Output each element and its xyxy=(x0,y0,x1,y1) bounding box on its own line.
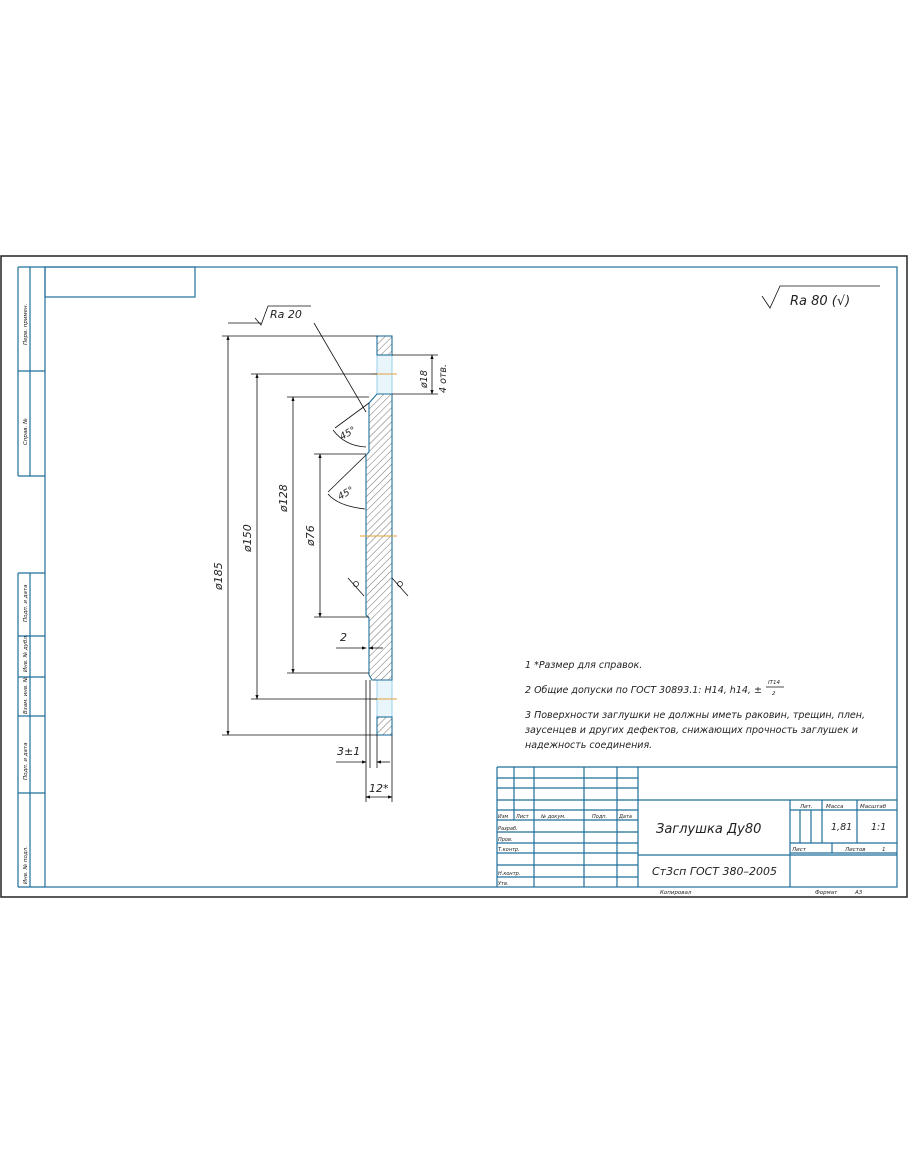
role-developer: Разраб. xyxy=(498,826,518,832)
strip-label: Подп. и дата xyxy=(23,742,29,780)
strip-label: Перв. примен. xyxy=(23,303,29,345)
scale-label: Масштаб xyxy=(860,804,887,810)
note-2-fraction-bottom: 2 xyxy=(772,691,776,697)
part-section xyxy=(360,335,397,736)
dim-d76: ø76 xyxy=(304,525,317,547)
format-value: А3 xyxy=(854,890,863,896)
role-norm-control: Н.контр. xyxy=(498,871,520,877)
technical-notes: 1 *Размер для справок. 2 Общие допуски п… xyxy=(525,660,865,751)
side-strip: Перв. примен. Справ. № Подп. и дата Инв.… xyxy=(17,266,45,888)
dim-d150: ø150 xyxy=(241,524,254,553)
material: Ст3сп ГОСТ 380–2005 xyxy=(652,865,777,878)
dim-d128: ø128 xyxy=(277,484,290,513)
title-block: Изм Лист № докум. Подп. Дата Разраб. Про… xyxy=(496,766,897,887)
roughness-ra20: Ra 20 xyxy=(270,308,302,321)
note-2: 2 Общие допуски по ГОСТ 30893.1: H14, h1… xyxy=(525,685,762,696)
strip-label: Инв. № дубл. xyxy=(23,634,29,672)
role-checker: Пров. xyxy=(498,837,513,843)
dim-holes: 4 отв. xyxy=(438,364,449,393)
sheet-border xyxy=(0,255,908,898)
note-3: надежность соединения. xyxy=(525,740,652,751)
note-3: 3 Поверхности заглушки не должны иметь р… xyxy=(525,710,865,721)
copied-label: Копировал xyxy=(660,890,692,896)
note-3: заусенцев и других дефектов, снижающих п… xyxy=(525,725,858,736)
note-1: 1 *Размер для справок. xyxy=(525,660,642,671)
dim-d18: ø18 xyxy=(419,370,430,389)
header-izm: Изм xyxy=(498,814,508,820)
lit-label: Лит. xyxy=(799,804,813,810)
header-doc: № докум. xyxy=(540,814,566,820)
strip-label: Инв. № подл. xyxy=(23,846,29,884)
strip-label: Справ. № xyxy=(23,418,29,445)
header-sign: Подп. xyxy=(592,814,607,820)
sheets-value: 1 xyxy=(882,847,886,853)
sheet-label: Лист xyxy=(791,847,807,853)
note-2-fraction-top: IT14 xyxy=(768,680,780,686)
mass-value: 1,81 xyxy=(831,822,852,833)
dim-d185: ø185 xyxy=(212,562,225,591)
dim-step: 2 xyxy=(340,631,347,644)
mass-label: Масса xyxy=(826,804,844,810)
strip-label: Подп. и дата xyxy=(23,584,29,622)
header-list: Лист xyxy=(515,814,530,820)
role-approved: Утв. xyxy=(498,881,509,887)
strip-label: Взам. инв. № xyxy=(23,676,29,714)
drawing-frame xyxy=(44,266,898,888)
drawing-title: Заглушка Ду80 xyxy=(656,822,761,837)
dim-thickness: 12* xyxy=(369,782,389,795)
format-label: Формат xyxy=(815,890,838,896)
role-tech-control: Т.контр. xyxy=(498,847,520,853)
top-left-box xyxy=(44,266,196,298)
scale-value: 1:1 xyxy=(871,822,886,833)
dimensions: ø185 ø150 ø128 ø76 ø18 4 отв. Ra 20 45° … xyxy=(212,305,449,802)
general-roughness-symbol: Ra 80 (√) xyxy=(761,285,880,309)
sheets-label: Листов xyxy=(844,847,866,853)
header-date: Дата xyxy=(618,814,632,820)
dim-depth: 3±1 xyxy=(337,745,360,758)
svg-text:Ra 80 (√): Ra 80 (√) xyxy=(790,294,850,309)
